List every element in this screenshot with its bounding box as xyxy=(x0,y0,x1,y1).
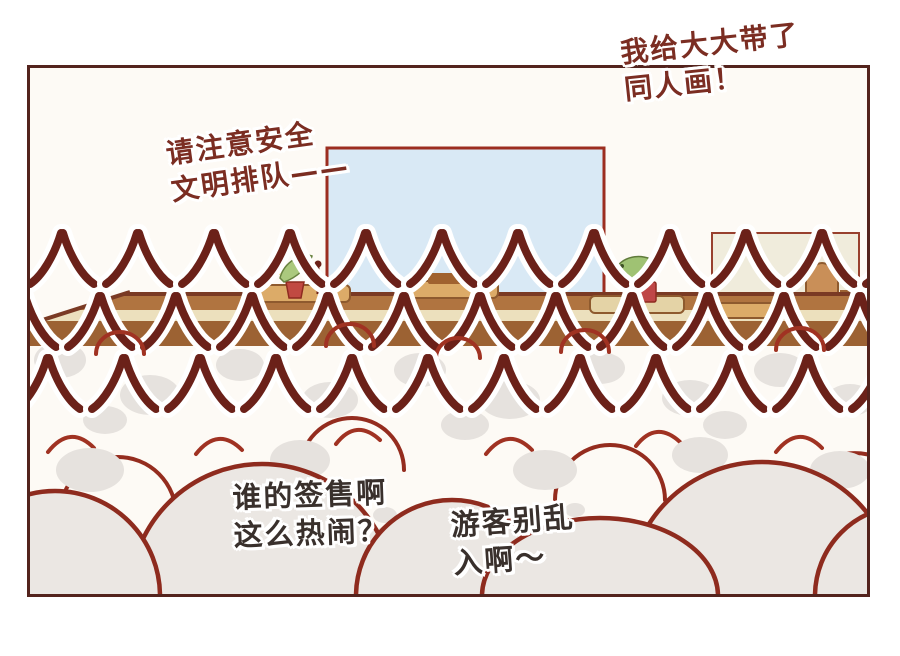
head-arcs-lower xyxy=(46,428,824,456)
panel-border xyxy=(27,65,870,597)
speech-onlooker-question: 谁的签售啊 这么热闹？ xyxy=(231,475,390,553)
head-arcs-upper xyxy=(94,322,826,360)
foreground-mounds xyxy=(30,459,867,594)
speech-staff-warning: 游客别乱 入啊～ xyxy=(449,499,576,581)
